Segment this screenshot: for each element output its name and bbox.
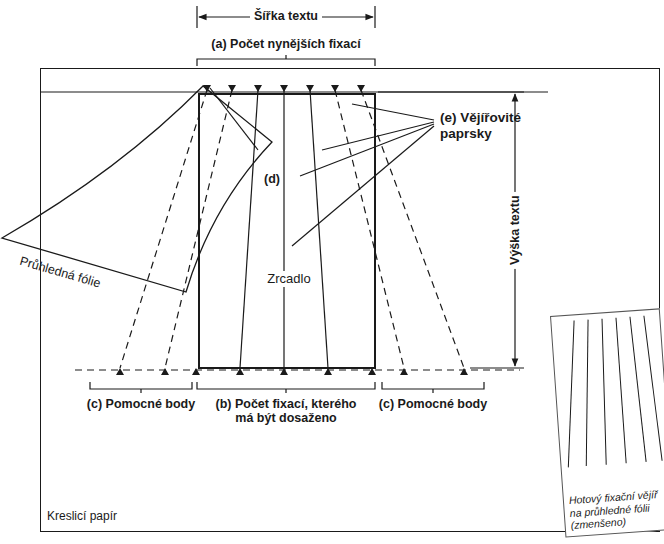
- dimension-label: Šířka textu: [250, 9, 322, 23]
- dimension-tick: [374, 6, 375, 28]
- leader-line: [292, 126, 434, 246]
- transparent-foil: [2, 86, 272, 292]
- leader-line: [352, 104, 434, 120]
- callout-label: (c) Pomocné body: [379, 397, 487, 411]
- dashed-baseline: [75, 369, 520, 370]
- foil-label: Průhledná fólie: [18, 254, 102, 291]
- mirror-box: Zrcadlo: [198, 93, 376, 369]
- callout-label: (a) Počet nynějších fixací: [211, 37, 360, 51]
- fan-ray: [283, 90, 284, 368]
- callout-label: (e) Vějířovité paprsky: [440, 110, 532, 141]
- foil-ray: [210, 88, 258, 150]
- fan-ray: [120, 90, 207, 368]
- dimension-tick: [470, 367, 524, 368]
- callout-label: (b) Počet fixací, kterého má být dosažen…: [206, 397, 366, 426]
- callout-number: (d): [264, 172, 280, 186]
- bracket: [197, 55, 375, 66]
- paper-label: Kreslicí papír: [47, 509, 117, 523]
- bracket: [197, 382, 375, 393]
- mirror-label: Zrcadlo: [264, 271, 313, 287]
- bracket: [382, 382, 484, 393]
- dimension-tick: [196, 6, 197, 28]
- bracket: [90, 382, 192, 393]
- callout-label: (c) Pomocné body: [87, 397, 195, 411]
- inset-caption: Hotový fixační vějíř na průhledné fólii …: [568, 488, 664, 533]
- target-mark: [116, 368, 468, 375]
- leader-line: [300, 124, 434, 176]
- inset-fan-lines: [554, 313, 664, 470]
- dimension-label: Výška textu: [508, 191, 522, 268]
- dimension-tick: [378, 91, 524, 92]
- fixation-mark: [203, 85, 365, 92]
- fan-ray: [240, 90, 258, 368]
